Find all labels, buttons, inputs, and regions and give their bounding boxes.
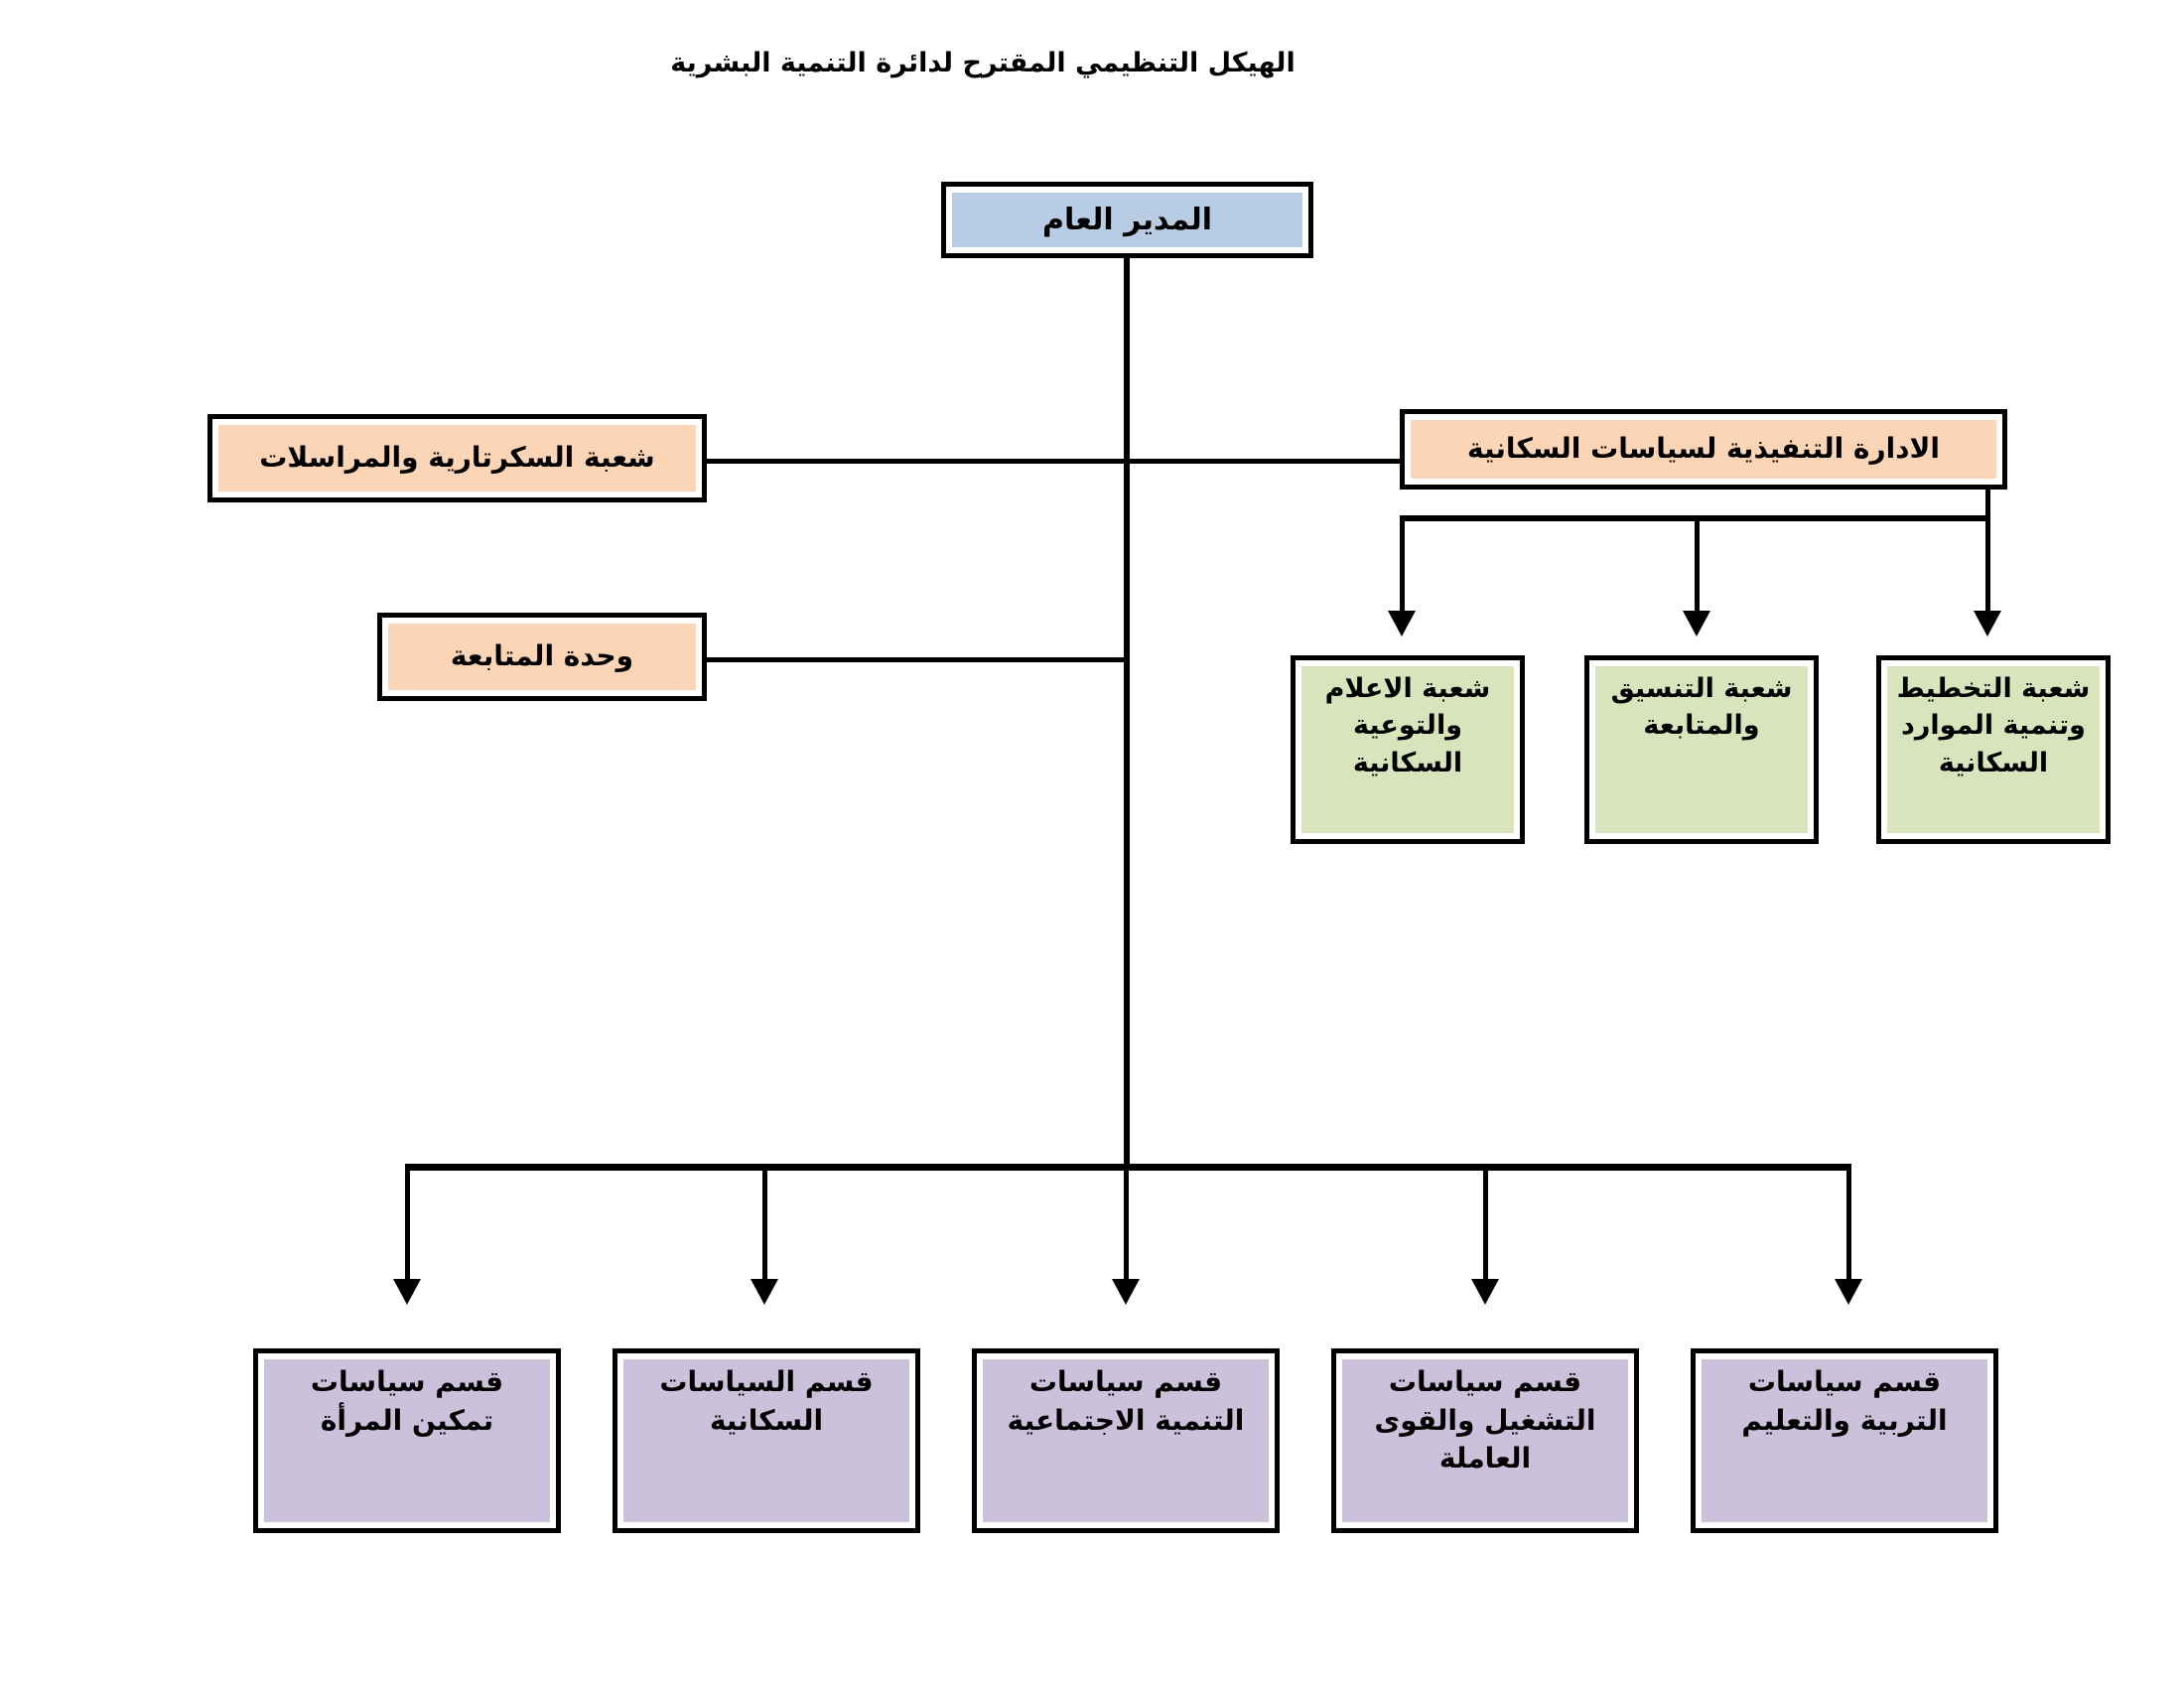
arrow-department-4 [1471,1279,1499,1305]
node-followup-unit[interactable]: وحدة المتابعة [377,613,707,701]
connector-department-drop-3 [1124,1164,1129,1287]
node-followup-unit-label: وحدة المتابعة [450,639,634,673]
node-department-4-label: قسم سياسات التشغيل والقوى العاملة [1374,1365,1596,1476]
node-department-5-label: قسم سياسات التربية والتعليم [1741,1365,1948,1437]
node-department-1[interactable]: قسم سياسات تمكين المرأة [253,1348,561,1533]
arrow-department-1 [393,1279,421,1305]
connector-department-drop-4 [1483,1164,1488,1287]
node-division-3-label: شعبة التخطيط وتنمية الموارد السكانية [1896,673,2091,778]
node-department-5-fill: قسم سياسات التربية والتعليم [1702,1359,1987,1522]
connector-department-drop-5 [1846,1164,1851,1287]
connector-spine-main [1124,258,1130,1170]
arrow-department-3 [1112,1279,1140,1305]
connector-department-drop-2 [762,1164,767,1287]
connector-division-drop-3 [1985,515,1990,618]
node-division-3[interactable]: شعبة التخطيط وتنمية الموارد السكانية [1876,655,2111,844]
connector-division-drop-2 [1695,515,1700,618]
node-division-1-label: شعبة الاعلام والتوعية السكانية [1324,673,1491,778]
node-department-2[interactable]: قسم السياسات السكانية [613,1348,920,1533]
arrow-division-2 [1683,611,1710,636]
node-department-1-fill: قسم سياسات تمكين المرأة [264,1359,550,1522]
node-department-4-fill: قسم سياسات التشغيل والقوى العاملة [1342,1359,1628,1522]
node-department-5[interactable]: قسم سياسات التربية والتعليم [1691,1348,1998,1533]
node-executive-admin[interactable]: الادارة التنفيذية لسياسات السكانية [1400,409,2007,490]
connector-followup-spine [707,657,1127,662]
arrow-department-5 [1835,1279,1862,1305]
node-secretariat-fill: شعبة السكرتارية والمراسلات [218,425,696,492]
node-followup-unit-fill: وحدة المتابعة [388,624,696,690]
node-secretariat-label: شعبة السكرتارية والمراسلات [259,441,655,475]
connector-executive-down [1985,459,1990,520]
node-department-2-label: قسم السياسات السكانية [659,1365,874,1437]
node-division-1[interactable]: شعبة الاعلام والتوعية السكانية [1291,655,1525,844]
node-director-fill: المدير العام [952,193,1302,247]
node-division-2[interactable]: شعبة التنسيق والمتابعة [1584,655,1819,844]
node-executive-admin-label: الادارة التنفيذية لسياسات السكانية [1467,432,1940,466]
page-title-text: الهيكل التنظيمي المقترح لدائرة التنمية ا… [670,48,1296,78]
page-title: الهيكل التنظيمي المقترح لدائرة التنمية ا… [0,48,2184,78]
arrow-division-3 [1974,611,2001,636]
connector-department-drop-1 [405,1164,410,1287]
node-division-3-fill: شعبة التخطيط وتنمية الموارد السكانية [1887,666,2100,833]
node-director-label: المدير العام [1041,202,1213,237]
arrow-division-1 [1388,611,1416,636]
node-division-2-fill: شعبة التنسيق والمتابعة [1595,666,1808,833]
node-department-3[interactable]: قسم سياسات التنمية الاجتماعية [972,1348,1280,1533]
node-director[interactable]: المدير العام [941,182,1313,258]
connector-division-drop-1 [1400,515,1405,618]
arrow-department-2 [751,1279,778,1305]
node-division-2-label: شعبة التنسيق والمتابعة [1610,673,1793,742]
node-department-3-fill: قسم سياسات التنمية الاجتماعية [983,1359,1269,1522]
connector-secretariat-executive [707,459,1987,464]
node-department-1-label: قسم سياسات تمكين المرأة [310,1365,504,1437]
node-department-2-fill: قسم السياسات السكانية [623,1359,909,1522]
node-department-3-label: قسم سياسات التنمية الاجتماعية [1007,1365,1245,1437]
node-department-4[interactable]: قسم سياسات التشغيل والقوى العاملة [1331,1348,1639,1533]
node-secretariat[interactable]: شعبة السكرتارية والمراسلات [207,414,707,502]
node-division-1-fill: شعبة الاعلام والتوعية السكانية [1301,666,1514,833]
node-executive-admin-fill: الادارة التنفيذية لسياسات السكانية [1411,420,1996,479]
